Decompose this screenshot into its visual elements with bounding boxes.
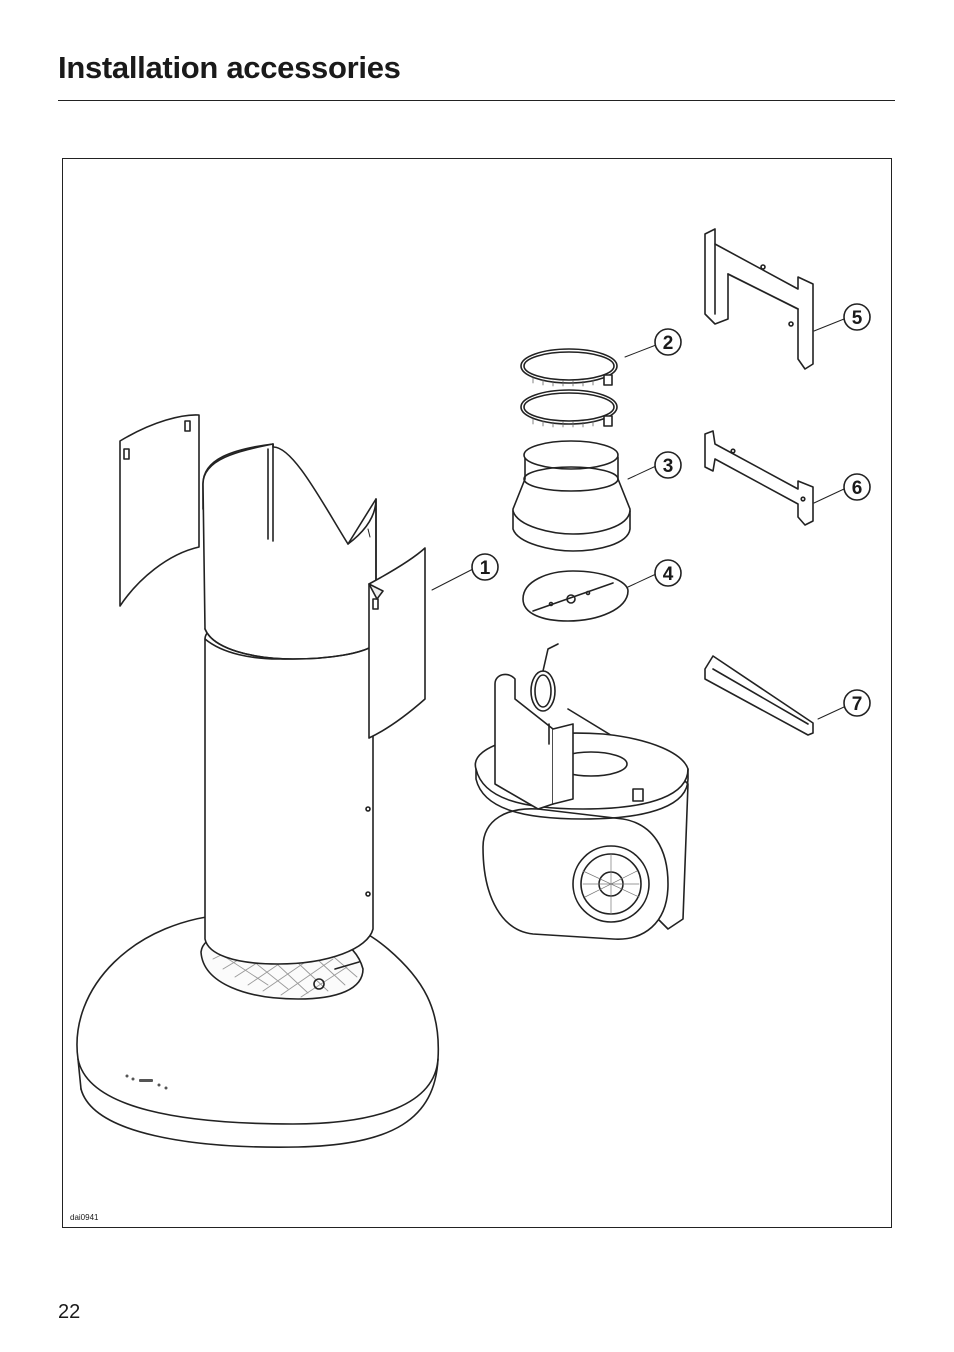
side-panel-right-drawing [369, 548, 425, 738]
svg-text:7: 7 [852, 694, 863, 715]
bracket-6-drawing [705, 431, 813, 525]
leader-line-6 [814, 489, 844, 503]
callout-6: 6 [844, 474, 870, 500]
callout-4: 4 [655, 560, 681, 586]
fan-motor-drawing [475, 644, 688, 939]
page-title: Installation accessories [58, 50, 401, 86]
svg-text:5: 5 [852, 308, 863, 329]
callout-5: 5 [844, 304, 870, 330]
svg-text:1: 1 [480, 558, 491, 579]
leader-line-3 [628, 466, 656, 479]
duct-connector-drawing [513, 441, 630, 551]
callout-2: 2 [655, 329, 681, 355]
page-number: 22 [58, 1301, 80, 1324]
svg-text:3: 3 [663, 456, 674, 477]
leader-line-2 [625, 345, 656, 357]
upper-shell-drawing [203, 444, 376, 659]
leader-line-5 [814, 319, 844, 331]
callout-3: 3 [655, 452, 681, 478]
svg-text:2: 2 [663, 333, 674, 354]
leader-line-4 [628, 574, 656, 587]
leader-line-1 [432, 569, 473, 590]
non-return-flap-drawing [523, 571, 628, 621]
chimney-column-drawing [205, 617, 373, 964]
callout-1: 1 [472, 554, 498, 580]
svg-text:4: 4 [663, 564, 674, 585]
accessories-figure: 1 2 3 4 5 6 7 dai0941 [62, 158, 892, 1228]
hose-clamps-drawing [521, 349, 617, 427]
side-panel-left-drawing [120, 415, 199, 606]
svg-text:6: 6 [852, 478, 863, 499]
figure-code: dai0941 [70, 1213, 98, 1222]
leader-line-7 [818, 707, 844, 719]
bracket-5-drawing [705, 229, 813, 369]
title-divider [58, 100, 895, 101]
callout-7: 7 [844, 690, 870, 716]
mounting-strip-7-drawing [705, 656, 813, 735]
exploded-view-drawing: 1 2 3 4 5 6 7 [63, 159, 891, 1227]
